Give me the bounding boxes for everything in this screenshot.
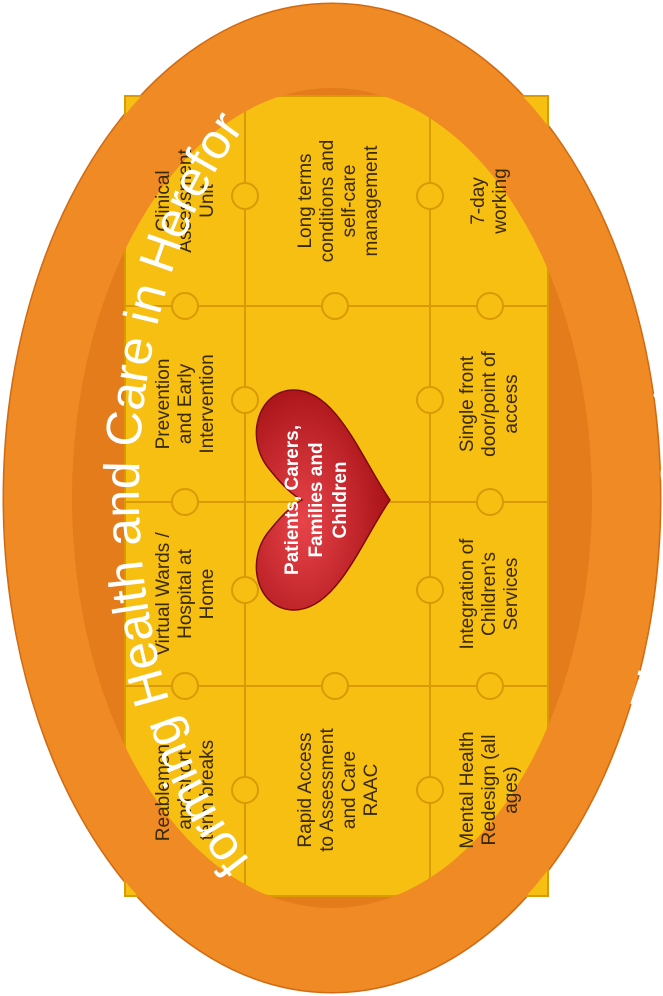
piece-label-line: management — [361, 145, 382, 257]
piece-label-line: Reablement — [153, 738, 174, 841]
label-r2c1: Single frontdoor/point ofaccess — [457, 350, 522, 456]
piece-label-line: Home — [197, 569, 218, 620]
label-r0c2: Virtual Wards /Hospital atHome — [153, 532, 218, 656]
piece-label-line: Long terms — [295, 153, 316, 248]
piece-label-line: and Early — [175, 363, 196, 444]
piece-label-line: Services — [501, 558, 522, 631]
piece-label-line: Prevention — [153, 359, 174, 450]
piece-label-line: RAAC — [361, 764, 382, 817]
piece-label-line: Intervention — [197, 354, 218, 453]
heart-label-line: Patients, Carers, — [282, 425, 303, 575]
piece-label-line: Mental Health — [457, 731, 478, 848]
piece-r2c2 — [429, 501, 549, 687]
label-r2c0: 7-dayworking — [468, 168, 511, 234]
piece-label-line: Virtual Wards / — [153, 532, 174, 656]
piece-labels: ClinicalAssessmentUnit Preventionand Ear… — [153, 140, 522, 852]
piece-label-line: conditions and — [317, 140, 338, 263]
piece-label-line: door/point of — [479, 350, 500, 456]
label-r2c3: Mental HealthRedesign (allages) — [457, 731, 522, 848]
piece-label-line: access — [501, 374, 522, 433]
piece-label-line: and short — [175, 750, 196, 830]
piece-label-line: and Care — [339, 751, 360, 829]
label-r0c0: ClinicalAssessmentUnit — [153, 149, 218, 253]
piece-label-line: Clinical — [153, 170, 174, 231]
heart-label-line: Children — [330, 461, 351, 538]
piece-label-line: working — [490, 168, 511, 234]
piece-label-line: 7-day — [468, 177, 489, 225]
puzzle-knobs — [171, 182, 504, 804]
piece-label-line: term breaks — [197, 740, 218, 840]
piece-label-line: self-care — [339, 165, 360, 238]
heart-shape — [255, 389, 391, 611]
piece-label-line: Children's — [479, 552, 500, 636]
piece-label-line: Single front — [457, 355, 478, 452]
piece-label-line: Rapid Access — [295, 732, 316, 847]
piece-label-line: Assessment — [175, 149, 196, 253]
piece-label-line: Integration of — [457, 538, 478, 650]
piece-label-line: to Assessment — [317, 728, 338, 852]
label-r2c2: Integration ofChildren'sServices — [457, 538, 522, 650]
piece-label-line: Redesign (all — [479, 735, 500, 846]
label-r0c1: Preventionand EarlyIntervention — [153, 354, 218, 453]
heart-label-line: Families and — [306, 442, 327, 557]
label-r1c0: Long termsconditions andself-caremanagem… — [295, 140, 382, 263]
piece-label-line: ages) — [501, 766, 522, 814]
label-r0c3: Reablementand shortterm breaks — [153, 738, 218, 841]
piece-label-line: Unit — [197, 183, 218, 218]
label-r1c3: Rapid Accessto Assessmentand CareRAAC — [295, 728, 382, 852]
piece-label-line: Hospital at — [175, 548, 196, 638]
